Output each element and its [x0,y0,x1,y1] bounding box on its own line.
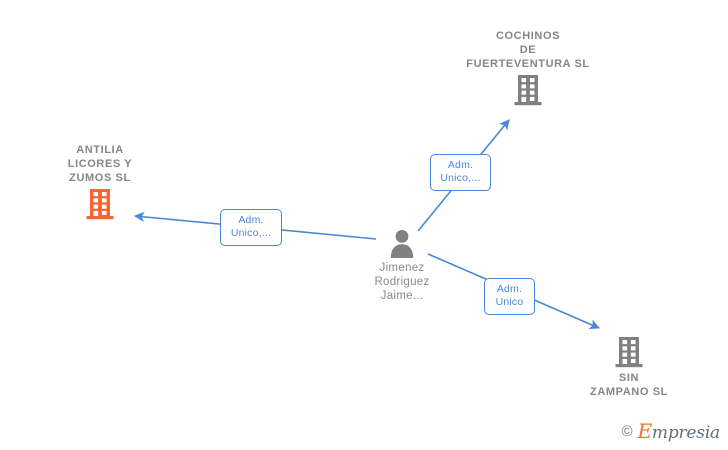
edge-label-adm-unico-zampano[interactable]: Adm. Unico [484,278,535,315]
node-jimenez-rodriguez-jaime[interactable]: Jimenez Rodriguez Jaime... [327,228,477,303]
node-label-zampano: SIN ZAMPANO SL [590,372,668,398]
empresia-logo-rest: mpresia [651,423,720,443]
node-label-antilia: ANTILIA LICORES Y ZUMOS SL [67,144,133,184]
empresia-watermark: © Empresia [621,421,720,442]
building-icon[interactable] [615,336,643,368]
person-icon[interactable] [387,228,417,258]
copyright-icon: © [621,423,633,440]
building-icon[interactable] [86,188,114,220]
node-label-cochinos: COCHINOS DE FUERTEVENTURA SL [466,30,590,70]
building-icon[interactable] [514,74,542,106]
empresia-logo-text: Empresia [638,421,721,442]
node-cochinos-de-fuerteventura-sl[interactable]: COCHINOS DE FUERTEVENTURA SL [453,29,603,106]
empresia-logo-initial: E [637,419,653,443]
edge-label-adm-unico-antilia[interactable]: Adm. Unico,... [220,209,282,246]
node-antilia-licores-y-zumos-sl[interactable]: ANTILIA LICORES Y ZUMOS SL [25,143,175,220]
edge-label-adm-unico-cochinos[interactable]: Adm. Unico,... [430,154,491,191]
node-label-jimenez: Jimenez Rodriguez Jaime... [374,262,430,302]
node-sin-zampano-sl[interactable]: SIN ZAMPANO SL [554,336,704,399]
